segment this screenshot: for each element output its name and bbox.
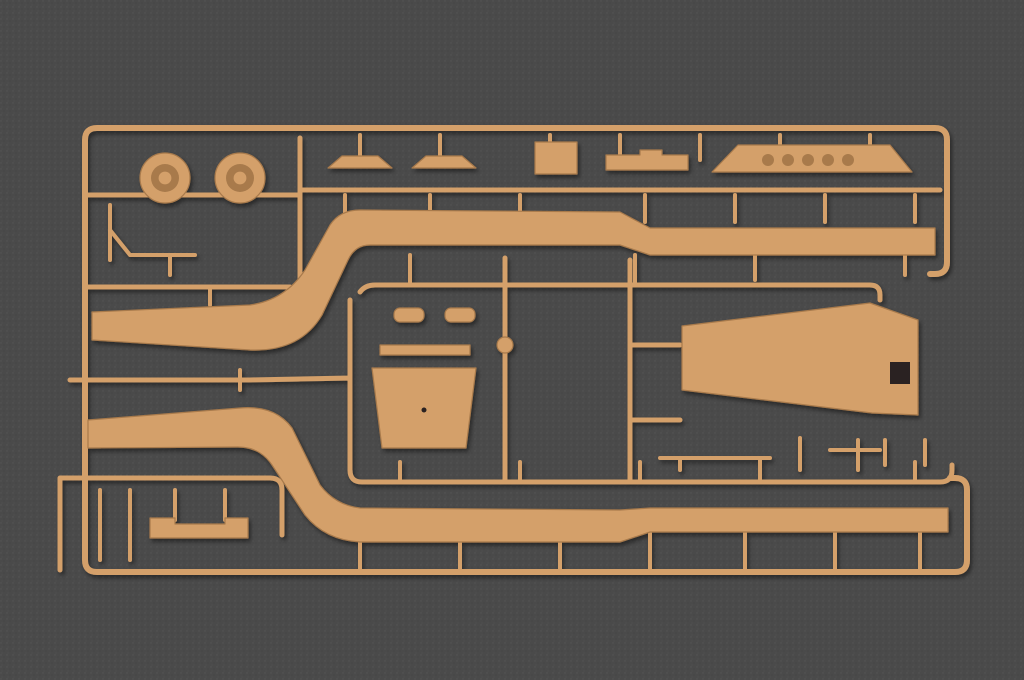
upper-chassis-beam [91, 209, 936, 351]
bottom-left-bracket-part [149, 517, 249, 539]
sprue-vertical-center [502, 255, 683, 483]
center-joint-part [379, 344, 471, 356]
lower-chassis-beam [87, 407, 949, 543]
sprue-runner-lower [57, 475, 285, 573]
sprue-outer-frame [82, 125, 970, 575]
small-bracket-part-1 [327, 155, 393, 169]
center-plate-hole [421, 407, 427, 413]
sprue-gates [98, 133, 922, 574]
small-cylinder-part-1 [393, 307, 425, 323]
hull-opening [890, 362, 910, 384]
lower-right-small-parts [658, 436, 927, 472]
sprue-hub [496, 336, 514, 354]
small-step-part [605, 149, 689, 171]
small-bracket-part-2 [411, 155, 477, 169]
left-small-lever-part [108, 203, 197, 277]
sprue-runner-upper [82, 135, 943, 288]
sprue-tree [57, 125, 970, 575]
sprue-runner-center [67, 297, 955, 485]
small-box-part [534, 141, 578, 175]
road-wheel-right [214, 152, 266, 204]
road-wheel-left [139, 152, 191, 204]
perforated-bar-part [711, 144, 913, 173]
sprue-runner-mid [82, 282, 883, 303]
hull-side-part [681, 302, 919, 416]
small-cylinder-part-2 [444, 307, 476, 323]
